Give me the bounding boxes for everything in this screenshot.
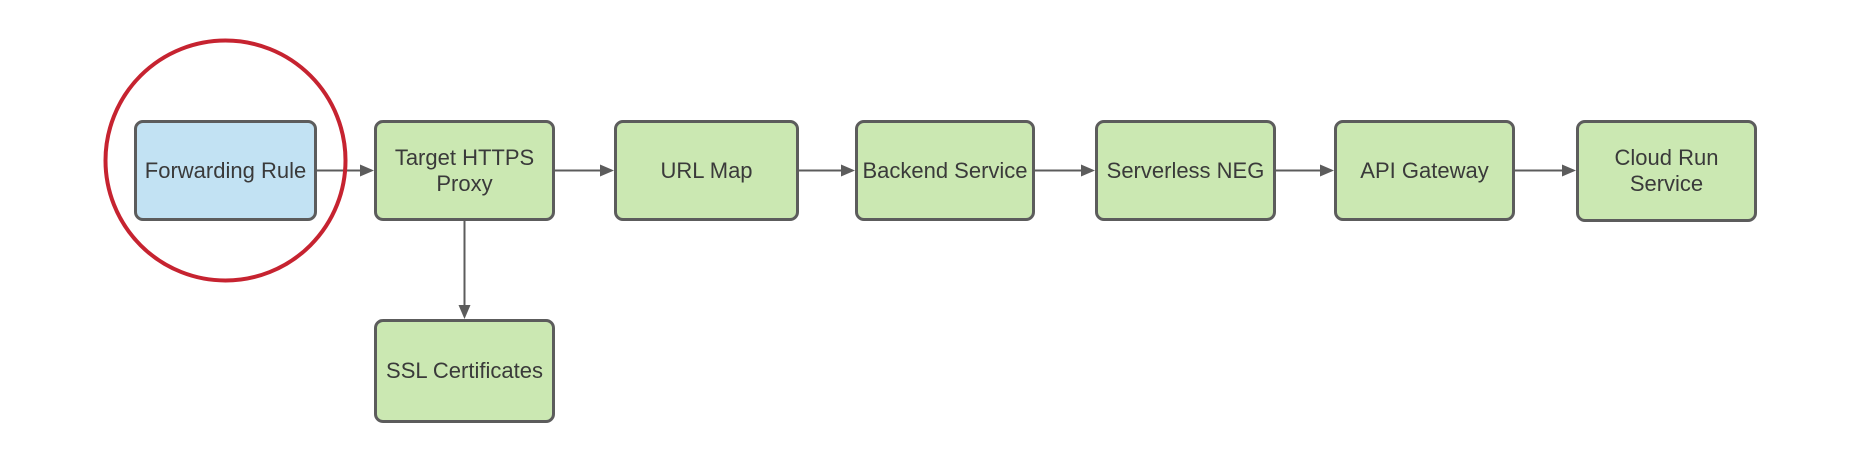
annotation-group — [103, 38, 348, 283]
node-ssl-certificates: SSL Certificates — [374, 319, 555, 423]
node-url-map: URL Map — [614, 120, 799, 221]
node-target-https-proxy: Target HTTPS Proxy — [374, 120, 555, 221]
node-serverless-neg: Serverless NEG — [1095, 120, 1276, 221]
node-backend-service: Backend Service — [855, 120, 1035, 221]
node-label-target-https-proxy: Target HTTPS Proxy — [394, 144, 535, 196]
node-label-forwarding-rule: Forwarding Rule — [144, 157, 307, 183]
node-forwarding-rule: Forwarding Rule — [134, 120, 317, 221]
node-cloud-run-service: Cloud Run Service — [1576, 120, 1757, 222]
node-label-cloud-run-service: Cloud Run Service — [1614, 145, 1719, 196]
node-label-backend-service: Backend Service — [862, 157, 1028, 183]
node-label-ssl-certificates: SSL Certificates — [386, 358, 543, 384]
edge-group — [317, 164, 1576, 319]
node-api-gateway: API Gateway — [1334, 120, 1515, 221]
node-label-api-gateway: API Gateway — [1360, 157, 1489, 183]
node-label-url-map: URL Map — [660, 157, 753, 183]
node-label-serverless-neg: Serverless NEG — [1106, 157, 1265, 183]
highlight-circle — [103, 38, 348, 283]
